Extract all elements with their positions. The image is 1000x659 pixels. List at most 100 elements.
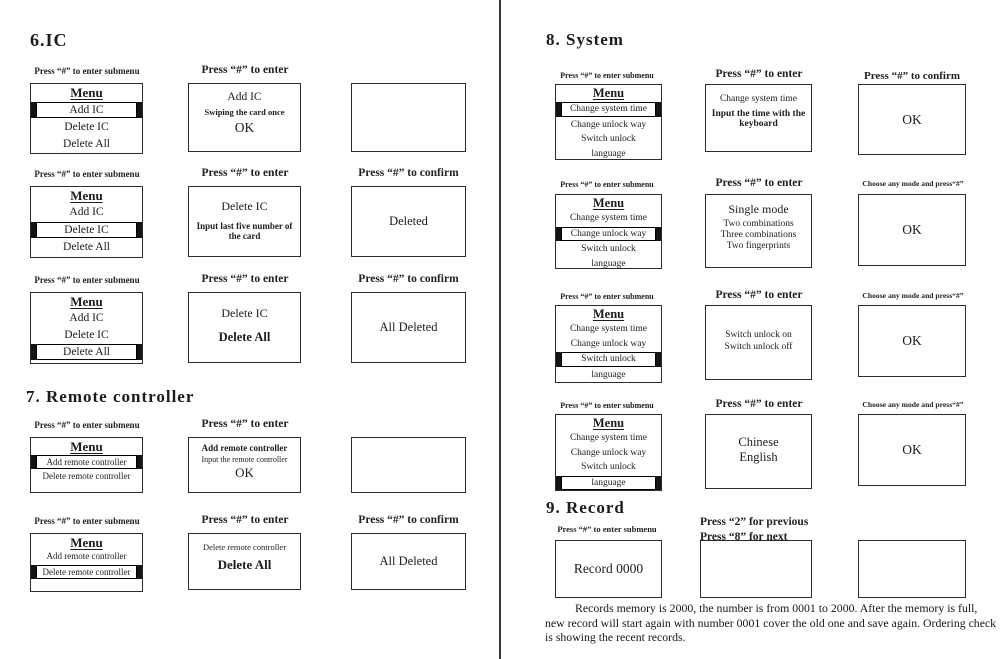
menu-item: Switch unlock [581,134,636,144]
menu-item: language [591,258,626,269]
lcd-screen: Delete remote controller Delete All [188,533,301,590]
menu-item-selected: Add remote controller [31,455,142,469]
menu-title: Menu [592,86,625,100]
column-divider [499,0,501,659]
flow-label: Press “#” to enter submenu [560,71,654,80]
menu-item: Delete IC [64,328,109,341]
menu-item: Add IC [69,206,104,218]
menu-item: Change system time [569,433,648,443]
screen-line: Record 0000 [573,561,644,576]
flow-label: Press “#” to enter submenu [34,516,140,526]
lcd-screen: Single mode Two combinations Three combi… [705,194,812,268]
menu-item-selected: Delete IC [31,221,142,238]
screen-line: OK [902,442,922,457]
flow-label: Press “#” to enter submenu [34,420,140,430]
lcd-screen: OK [858,194,966,266]
flow-label: Press “#” to confirm [863,70,961,82]
menu-item-selected: Switch unlock [556,352,661,367]
menu-title: Menu [592,307,625,321]
screen-line: Change system time [719,94,798,104]
section-heading-ic: 6.IC [30,30,68,50]
screen-line: Delete IC [221,199,268,213]
flow-label: Press “#” to enter [201,64,289,76]
screen-line: Delete IC [221,306,268,320]
menu-title: Menu [70,85,103,100]
lcd-screen-blank [700,540,812,598]
screen-line: OK [902,333,922,348]
menu-item: Change system time [569,213,648,223]
lcd-screen: Add remote controller Input the remote c… [188,437,301,493]
menu-item-selected: Add IC [31,102,142,118]
screen-line: Swiping the card once [204,107,285,117]
menu-item: Delete All [63,137,110,150]
flow-label: Press “#” to enter submenu [34,66,140,76]
flow-label: Press “#” to enter [201,273,289,285]
screen-line: OK [902,111,922,127]
menu-item-selected: Delete remote controller [31,564,142,579]
section-heading-system: 8. System [546,30,624,49]
lcd-screen: Record 0000 [555,540,662,598]
screen-line: Switch unlock off [724,342,793,352]
flow-label: Press “#” to enter [715,398,803,410]
menu-item: Delete remote controller [42,471,131,481]
menu-item: language [591,369,626,380]
lcd-screen: OK [858,305,966,377]
flow-label: Press “#” to enter submenu [34,275,140,285]
flow-label: Press “#” to enter submenu [557,524,657,534]
menu-item: Add IC [69,312,104,324]
lcd-screen: Delete IC Input last five number of the … [188,186,301,257]
menu-screen: Menu Add IC Delete IC Delete All [30,83,143,154]
menu-item: Delete All [63,240,110,253]
screen-line: Delete remote controller [202,542,287,552]
flow-label: Press “#” to enter submenu [560,401,654,410]
menu-title: Menu [70,535,103,550]
menu-item: Delete IC [64,121,109,133]
flow-label: Press “#” to enter submenu [560,292,654,301]
menu-item: Add remote controller [46,551,127,561]
flow-label: Press “2” for previous [700,516,809,528]
screen-line: English [739,450,778,464]
flow-label: Choose any mode and press“#” [862,291,964,300]
screen-line: Input the remote controller [201,455,288,464]
screen-line: Deleted [389,214,428,228]
screen-line: Three combinations [720,230,797,240]
menu-screen: Menu Add IC Delete IC Delete All [30,292,143,364]
screen-line: Delete All [218,330,271,344]
flow-label: Press “#” to enter submenu [34,169,140,179]
menu-title: Menu [70,439,103,454]
screen-line: Add IC [227,91,262,103]
menu-screen: Menu Add remote controller Delete remote… [30,533,143,592]
flow-label: Choose any mode and press“#” [862,400,964,409]
menu-screen: Menu Change system time Change unlock wa… [555,305,662,383]
flow-label: Press “#” to confirm [358,514,459,526]
screen-line: Input last five number of the card [196,221,293,241]
lcd-screen: All Deleted [351,292,466,363]
menu-item: Change unlock way [570,447,647,458]
lcd-screen: Add IC Swiping the card once OK [188,83,301,152]
menu-item: Switch unlock [581,462,636,472]
screen-line: Chinese [738,435,779,449]
flow-label: Press “#” to enter [201,167,289,179]
lcd-screen: Chinese English [705,414,812,489]
lcd-screen: Delete IC Delete All [188,292,301,363]
menu-item-selected: Delete All [31,344,142,360]
lcd-screen: Switch unlock on Switch unlock off [705,305,812,380]
lcd-screen-blank [351,83,466,152]
screen-line: OK [235,465,254,480]
screen-line: Delete All [217,557,272,572]
menu-item-selected: Change unlock way [556,226,661,241]
flow-label: Press “#” to confirm [358,167,459,179]
menu-screen: Menu Add remote controller Delete remote… [30,437,143,493]
section-heading-remote: 7. Remote controller [26,387,195,406]
screen-line: Two fingerprints [726,241,791,251]
screen-line: Switch unlock on [725,330,792,340]
menu-screen: Menu Change system time Change unlock wa… [555,194,662,269]
screen-line: Add remote controller [201,443,288,453]
flow-label: Press “#” to enter submenu [560,180,654,189]
menu-screen: Menu Change system time Change unlock wa… [555,84,662,160]
lcd-screen: Change system time Input the time with t… [705,84,812,152]
screen-line: Two combinations [723,219,794,229]
flow-label: Press “#” to enter [715,177,803,189]
menu-screen: Menu Add IC Delete IC Delete All [30,186,143,258]
menu-screen: Menu Change system time Change unlock wa… [555,414,662,491]
